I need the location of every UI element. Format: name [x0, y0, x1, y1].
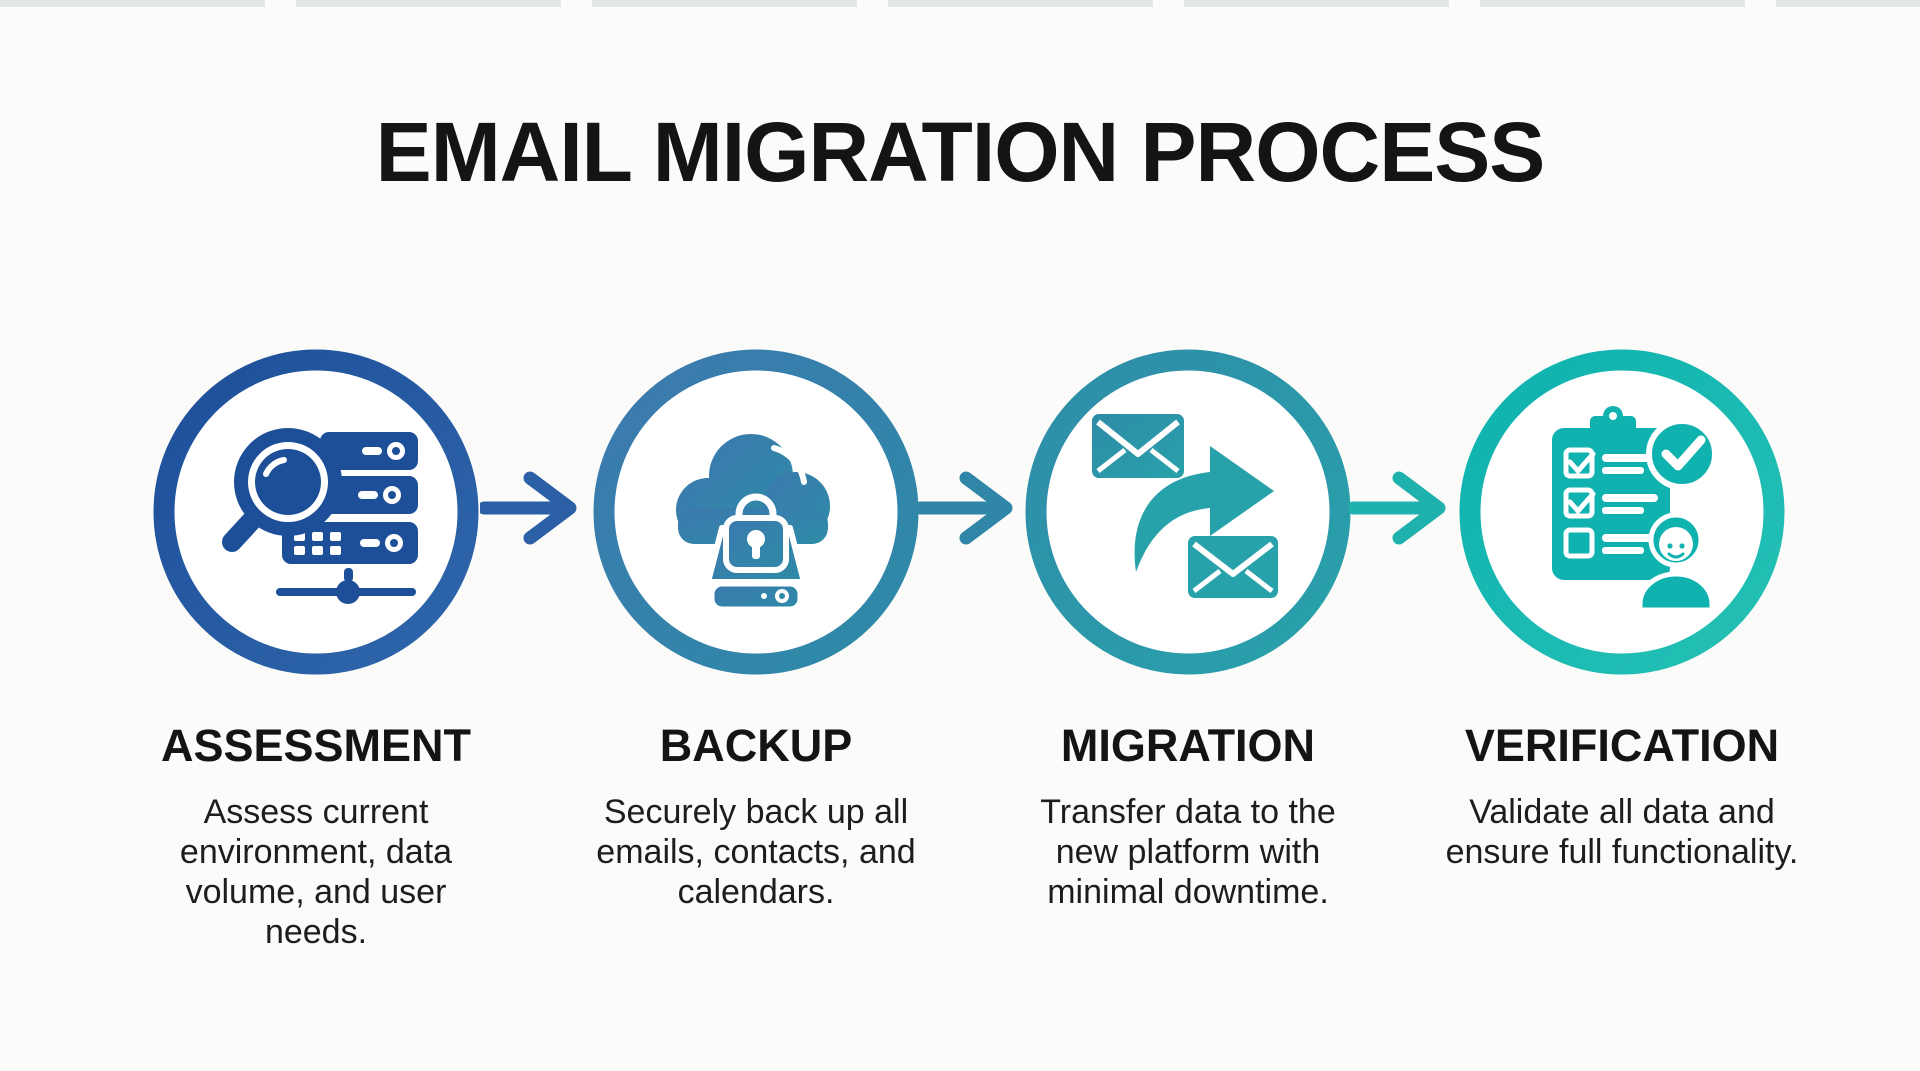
- top-edge-artifact: [0, 0, 1920, 7]
- step-desc-migration: Transfer data to the new platform with m…: [1040, 793, 1336, 912]
- cloud-lock-icon: [676, 434, 830, 612]
- step-name-backup: BACKUP: [659, 720, 853, 771]
- transfer-arrow: [1134, 446, 1274, 572]
- flow-arrow-3: [1349, 471, 1446, 545]
- magnifier-server-icon: [222, 428, 418, 604]
- checklist-person-icon: [1552, 406, 1718, 613]
- page-title: EMAIL MIGRATION PROCESS: [375, 105, 1546, 199]
- step-migration: MIGRATION Transfer data to the new platf…: [968, 342, 1408, 912]
- step-desc-backup: Securely back up all emails, contacts, a…: [596, 793, 916, 912]
- backup-circle: [593, 349, 919, 675]
- step-name-migration: MIGRATION: [1060, 720, 1316, 771]
- step-assessment: ASSESSMENT Assess current environment, d…: [96, 342, 536, 952]
- flow-arrow-2: [916, 471, 1013, 545]
- envelope-icon: [1092, 414, 1184, 478]
- step-desc-assessment: Assess current environment, data volume,…: [179, 793, 453, 952]
- step-verification: VERIFICATION Validate all data and ensur…: [1402, 342, 1842, 872]
- email-transfer-arrow-icon: [1092, 414, 1278, 598]
- envelope-icon: [1188, 536, 1278, 598]
- step-desc-verification: Validate all data and ensure full functi…: [1445, 793, 1799, 872]
- step-name-assessment: ASSESSMENT: [160, 720, 472, 771]
- step-name-verification: VERIFICATION: [1464, 720, 1780, 771]
- flow-arrow-1: [480, 471, 577, 545]
- assessment-circle: [153, 349, 479, 675]
- step-backup: BACKUP Securely back up all emails, cont…: [536, 342, 976, 912]
- migration-circle: [1025, 349, 1351, 675]
- verification-circle: [1459, 349, 1785, 675]
